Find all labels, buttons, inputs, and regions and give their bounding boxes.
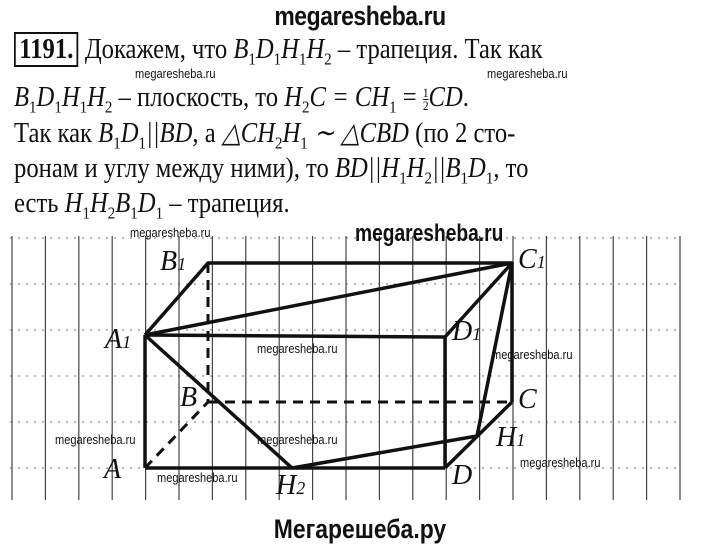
hidden-edge-a-b: [143, 400, 210, 470]
watermark-small: megaresheba.ru: [257, 341, 338, 356]
watermark-small: megaresheba.ru: [157, 470, 238, 485]
watermark-small: megaresheba.ru: [130, 225, 211, 240]
label-d: D: [452, 460, 473, 491]
edge-a1-c1: [144, 261, 513, 337]
problem-number: 1191.: [14, 32, 79, 67]
watermark-large: megaresheba.ru: [355, 220, 504, 247]
watermark-small: megaresheba.ru: [487, 66, 568, 81]
edge-h2-a1: [143, 333, 294, 470]
text-line-5: есть H1H2B1D1 – трапеция.: [14, 188, 290, 223]
label-a1: A1: [105, 324, 132, 355]
watermark-small: megaresheba.ru: [55, 432, 136, 447]
edge-h1-h2: [291, 434, 478, 470]
label-b: B: [180, 382, 198, 413]
label-c1: C1: [518, 244, 546, 275]
label-d1: D1: [452, 316, 482, 347]
text-line-3: Так как B1D1||BD, а △CH2H1 ∼ △CBD (по 2 …: [14, 118, 516, 153]
watermark-small: megaresheba.ru: [135, 66, 216, 81]
watermark-small: megaresheba.ru: [520, 455, 601, 470]
text-line-1: 1191. Докажем, что B1D1H1H2 – трапеция. …: [14, 32, 543, 68]
label-a: A: [104, 454, 122, 485]
label-b1: B1: [160, 246, 187, 277]
watermark-top: megaresheba.ru: [274, 1, 446, 31]
text-line-4: ронам и углу между ними), то BD||H1H2||B…: [14, 153, 529, 188]
edge-c1-h1: [475, 262, 514, 437]
label-h1: H1: [496, 422, 526, 453]
label-c: C: [518, 384, 537, 415]
watermark-small: megaresheba.ru: [492, 347, 573, 362]
label-h2: H2: [276, 470, 306, 501]
watermark-small: megaresheba.ru: [257, 432, 338, 447]
watermark-bottom: Мегарешеба.ру: [273, 514, 447, 544]
